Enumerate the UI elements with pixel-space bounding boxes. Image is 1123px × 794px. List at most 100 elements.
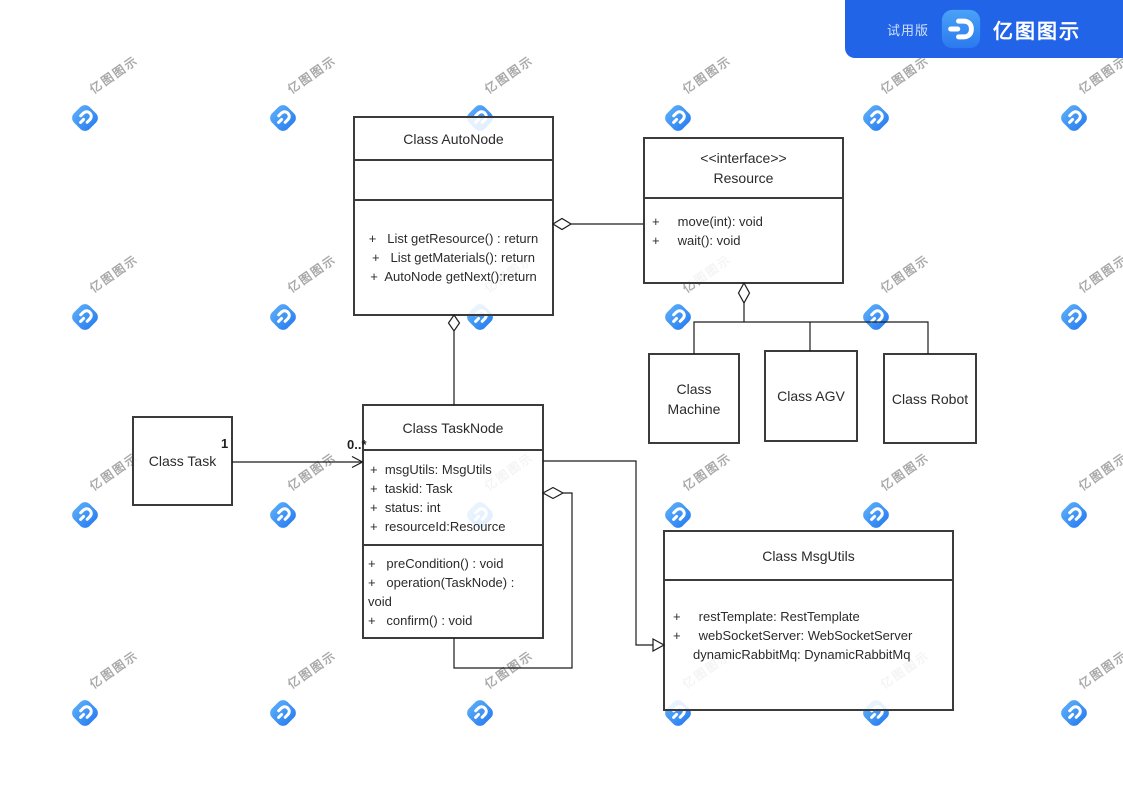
methods-compartment: + preCondition() : void + operation(Task… [364, 544, 542, 637]
attribute: + status: int [370, 499, 441, 515]
class-title: Class Machine [667, 380, 721, 417]
watermark-text: 亿图图示 [285, 450, 340, 494]
class-title: Class Task [148, 453, 217, 469]
stereotype: <<interface>> [700, 150, 787, 166]
attribute: + webSocketServer: WebSocketServer [673, 628, 913, 643]
edraw-logo-icon [1061, 304, 1087, 330]
trial-version-badge[interactable]: 试用版 亿图图示 [845, 0, 1123, 58]
watermark-text: 亿图图示 [285, 648, 340, 692]
method: + preCondition() : void [368, 555, 504, 571]
watermark-text: 亿图图示 [878, 450, 933, 494]
watermark-text: 亿图图示 [285, 53, 340, 97]
method: + List getResource() : return [368, 231, 539, 246]
watermark: 亿图图示 [266, 648, 339, 730]
edraw-logo-icon [270, 700, 296, 726]
attribute: + resourceId:Resource [370, 518, 506, 534]
watermark-text: 亿图图示 [87, 53, 142, 97]
edraw-logo-icon [941, 9, 981, 49]
class-title: <<interface>> Resource [645, 139, 842, 197]
attributes-compartment: + restTemplate: RestTemplate + webSocket… [665, 579, 952, 709]
watermark-text: 亿图图示 [482, 53, 537, 97]
watermark: 亿图图示 [1057, 252, 1123, 334]
watermark: 亿图图示 [1057, 53, 1123, 135]
watermark: 亿图图示 [68, 53, 141, 135]
edraw-logo-icon [467, 700, 493, 726]
class-box-task[interactable]: Class Task [132, 416, 233, 506]
aggregation-diamond [737, 281, 751, 305]
watermark: 亿图图示 [859, 450, 932, 532]
edraw-logo-icon [270, 502, 296, 528]
method: + AutoNode getNext():return [370, 269, 537, 284]
watermark-text: 亿图图示 [1076, 252, 1123, 296]
edraw-logo-icon [665, 502, 691, 528]
watermark-text: 亿图图示 [285, 252, 340, 296]
trial-label: 试用版 [886, 22, 929, 38]
edraw-logo-icon [72, 304, 98, 330]
class-title: Class MsgUtils [762, 547, 855, 564]
attribute: + restTemplate: RestTemplate [673, 609, 860, 624]
method: + List getMaterials(): return [372, 250, 535, 265]
method: void [368, 593, 392, 609]
edraw-logo-icon [72, 502, 98, 528]
watermark-text: 亿图图示 [1076, 450, 1123, 494]
class-box-msgutils[interactable]: Class MsgUtils + restTemplate: RestTempl… [663, 530, 954, 711]
edraw-logo-icon [863, 304, 889, 330]
watermark: 亿图图示 [661, 53, 734, 135]
edraw-logo-icon [1061, 105, 1087, 131]
method: + move(int): void [652, 214, 763, 229]
attributes-compartment [355, 159, 552, 199]
watermark-text: 亿图图示 [1076, 648, 1123, 692]
watermark: 亿图图示 [68, 450, 141, 532]
open-arrowhead [351, 455, 364, 469]
edraw-logo-icon [72, 105, 98, 131]
class-title: Class AGV [777, 388, 845, 404]
edraw-logo-icon [863, 105, 889, 131]
watermark-text: 亿图图示 [680, 450, 735, 494]
class-box-machine[interactable]: Class Machine [648, 353, 740, 444]
class-box-agv[interactable]: Class AGV [764, 350, 858, 442]
watermark: 亿图图示 [463, 648, 536, 730]
class-box-tasknode[interactable]: Class TaskNode + msgUtils: MsgUtils + ta… [362, 404, 544, 639]
method: + wait(): void [652, 233, 741, 248]
edge-tasknode-msgutils [543, 460, 653, 646]
watermark-text: 亿图图示 [87, 252, 142, 296]
watermark: 亿图图示 [661, 450, 734, 532]
watermark: 亿图图示 [661, 252, 734, 334]
edraw-logo-icon [270, 304, 296, 330]
edraw-logo-icon [72, 700, 98, 726]
brand-name: 亿图图示 [993, 20, 1081, 43]
methods-compartment: + List getResource() : return + List get… [355, 199, 552, 314]
aggregation-diamond [551, 217, 573, 231]
class-box-robot[interactable]: Class Robot [883, 353, 977, 444]
watermark-text: 亿图图示 [87, 648, 142, 692]
attribute: + taskid: Task [370, 480, 453, 496]
watermark: 亿图图示 [266, 53, 339, 135]
watermark-text: 亿图图示 [878, 252, 933, 296]
method: + confirm() : void [368, 612, 473, 628]
watermark: 亿图图示 [68, 252, 141, 334]
edraw-logo-icon [863, 502, 889, 528]
watermark: 亿图图示 [1057, 648, 1123, 730]
watermark-text: 亿图图示 [680, 53, 735, 97]
class-box-autonode[interactable]: Class AutoNode + List getResource() : re… [353, 116, 554, 316]
attribute: dynamicRabbitMq: DynamicRabbitMq [693, 647, 911, 662]
watermark: 亿图图示 [266, 450, 339, 532]
edraw-logo-icon [270, 105, 296, 131]
edraw-logo-icon [1061, 502, 1087, 528]
attribute: + msgUtils: MsgUtils [370, 461, 492, 477]
class-title: Class AutoNode [403, 130, 504, 147]
attributes-compartment: + msgUtils: MsgUtils + taskid: Task + st… [364, 449, 542, 544]
edraw-logo-icon [665, 105, 691, 131]
watermark: 亿图图示 [266, 252, 339, 334]
interface-name: Resource [713, 170, 774, 186]
edraw-logo-icon [665, 304, 691, 330]
aggregation-diamond [541, 486, 565, 500]
class-title: Class TaskNode [402, 419, 504, 436]
multiplicity-label: 0..* [347, 437, 367, 452]
edraw-logo-icon [1061, 700, 1087, 726]
interface-box-resource[interactable]: <<interface>> Resource + move(int): void… [643, 137, 844, 284]
methods-compartment: + move(int): void + wait(): void [645, 197, 842, 282]
class-title: Class Robot [891, 390, 969, 407]
watermark: 亿图图示 [1057, 450, 1123, 532]
